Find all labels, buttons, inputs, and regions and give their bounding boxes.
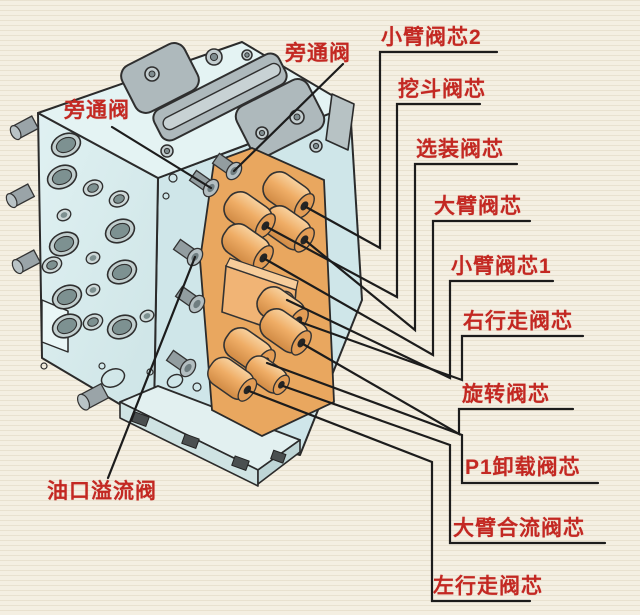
port bbox=[46, 164, 78, 190]
label-p1-unload-spool: P1卸载阀芯 bbox=[465, 456, 581, 479]
spool-cap bbox=[259, 308, 312, 356]
port bbox=[108, 190, 130, 208]
label-boom-confluence-spool: 大臂合流阀芯 bbox=[453, 517, 585, 540]
side-fitting bbox=[11, 249, 42, 275]
port bbox=[41, 256, 63, 274]
label-bypass-valve-left: 旁通阀 bbox=[64, 99, 130, 122]
leader-swing-spool bbox=[301, 342, 575, 436]
leader-lines bbox=[106, 50, 607, 603]
leader-bypass-left bbox=[110, 125, 213, 190]
port bbox=[51, 313, 83, 339]
spool-cap bbox=[221, 223, 274, 271]
leader-option-spool bbox=[304, 162, 519, 333]
port bbox=[82, 179, 104, 197]
side-fitting bbox=[5, 183, 36, 209]
leader-left-travel-spool bbox=[247, 389, 532, 603]
port bbox=[104, 218, 136, 244]
plate-bolts bbox=[144, 48, 305, 140]
leader-boom-confluence bbox=[281, 384, 607, 545]
port bbox=[139, 309, 155, 323]
base-plate bbox=[119, 385, 301, 487]
label-boom-spool: 大臂阀芯 bbox=[434, 195, 522, 218]
side-fitting bbox=[76, 382, 110, 411]
label-arm-spool-1: 小臂阀芯1 bbox=[451, 255, 552, 278]
port-array bbox=[40, 132, 221, 392]
port bbox=[106, 259, 138, 285]
leader-port-relief bbox=[106, 255, 197, 480]
port bbox=[50, 132, 82, 158]
leader-bypass-top bbox=[232, 62, 345, 173]
label-swing-spool: 旋转阀芯 bbox=[462, 383, 550, 406]
label-right-travel-spool: 右行走阀芯 bbox=[463, 310, 573, 333]
port bbox=[56, 208, 72, 222]
label-arm-spool-2: 小臂阀芯2 bbox=[381, 26, 482, 49]
left-edge-fittings bbox=[5, 115, 110, 411]
side-fitting bbox=[9, 115, 40, 141]
top-plate bbox=[120, 42, 326, 158]
spool-bank bbox=[165, 147, 335, 438]
port bbox=[85, 283, 101, 297]
relief-fitting bbox=[165, 349, 197, 378]
label-bucket-spool: 挖斗阀芯 bbox=[398, 78, 486, 101]
label-option-spool: 选装阀芯 bbox=[416, 138, 504, 161]
leader-p1-unload-spool bbox=[265, 361, 600, 485]
leader-arm-spool-1 bbox=[285, 279, 555, 380]
top-ear bbox=[325, 93, 355, 151]
port bbox=[48, 231, 80, 257]
top-face-bolts bbox=[160, 49, 323, 158]
port bbox=[106, 314, 138, 340]
port bbox=[85, 251, 101, 265]
bolt-holes bbox=[40, 173, 221, 392]
leader-arm-spool-2 bbox=[304, 50, 499, 250]
port bbox=[51, 284, 83, 310]
port bbox=[82, 313, 104, 331]
leader-right-travel-spool bbox=[298, 320, 585, 382]
label-bypass-valve-top: 旁通阀 bbox=[285, 42, 351, 65]
label-port-relief-valve: 油口溢流阀 bbox=[47, 480, 157, 503]
label-left-travel-spool: 左行走阀芯 bbox=[433, 575, 543, 598]
leader-boom-spool bbox=[263, 219, 532, 357]
